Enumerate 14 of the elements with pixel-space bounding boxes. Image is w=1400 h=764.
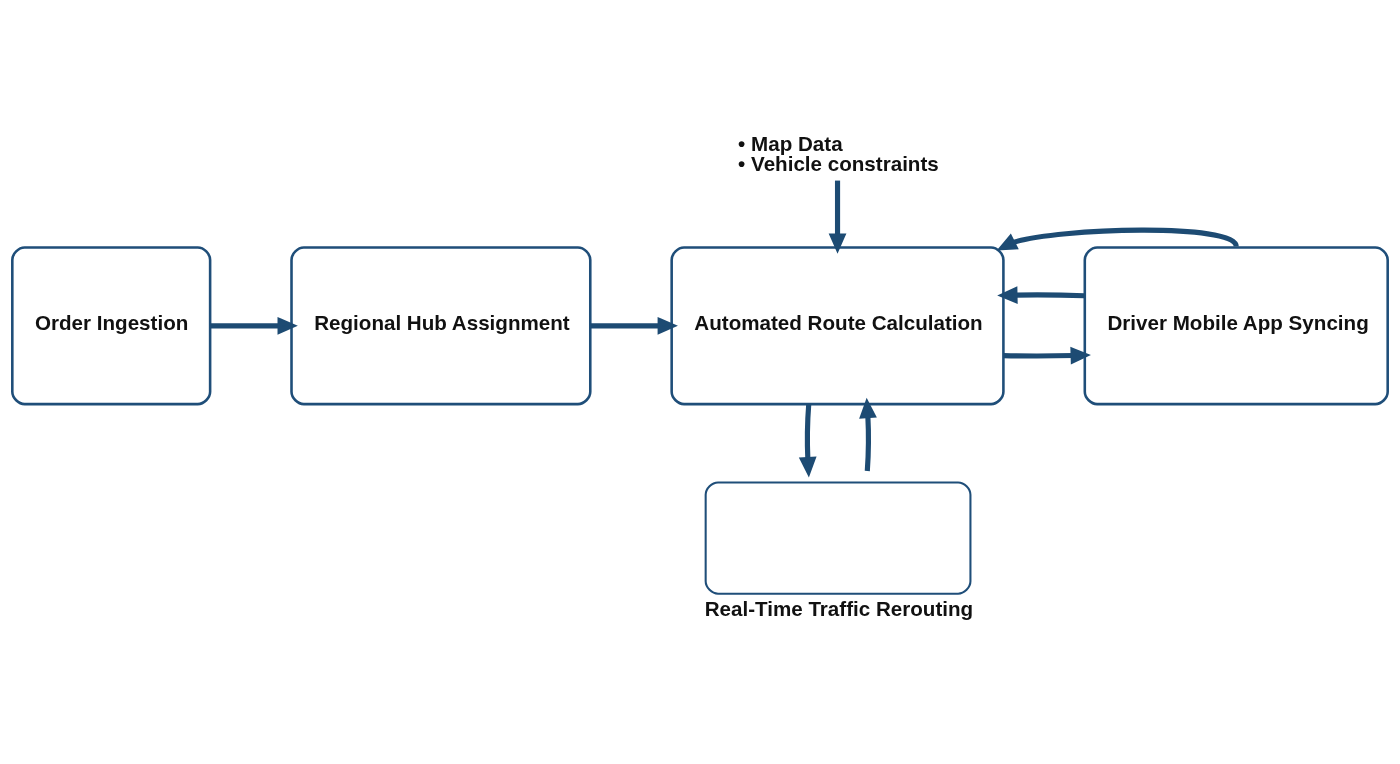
node-box: Order Ingestion [11,245,212,405]
node-box: Regional Hub Assignment [290,245,592,405]
node-label: Real-Time Traffic Rerouting [704,596,974,620]
arrow [798,403,817,477]
arrow [828,180,847,254]
node-text: • Map Data • Vehicle constraints [738,131,939,175]
arrow [590,316,678,335]
arrow [1003,346,1091,364]
arrow [996,227,1239,250]
node-box: Automated Route Calculation [670,245,1005,405]
node-box: Driver Mobile App Syncing [1083,245,1389,405]
arrow [859,397,877,471]
arrow [210,316,298,335]
arrow [997,285,1085,304]
